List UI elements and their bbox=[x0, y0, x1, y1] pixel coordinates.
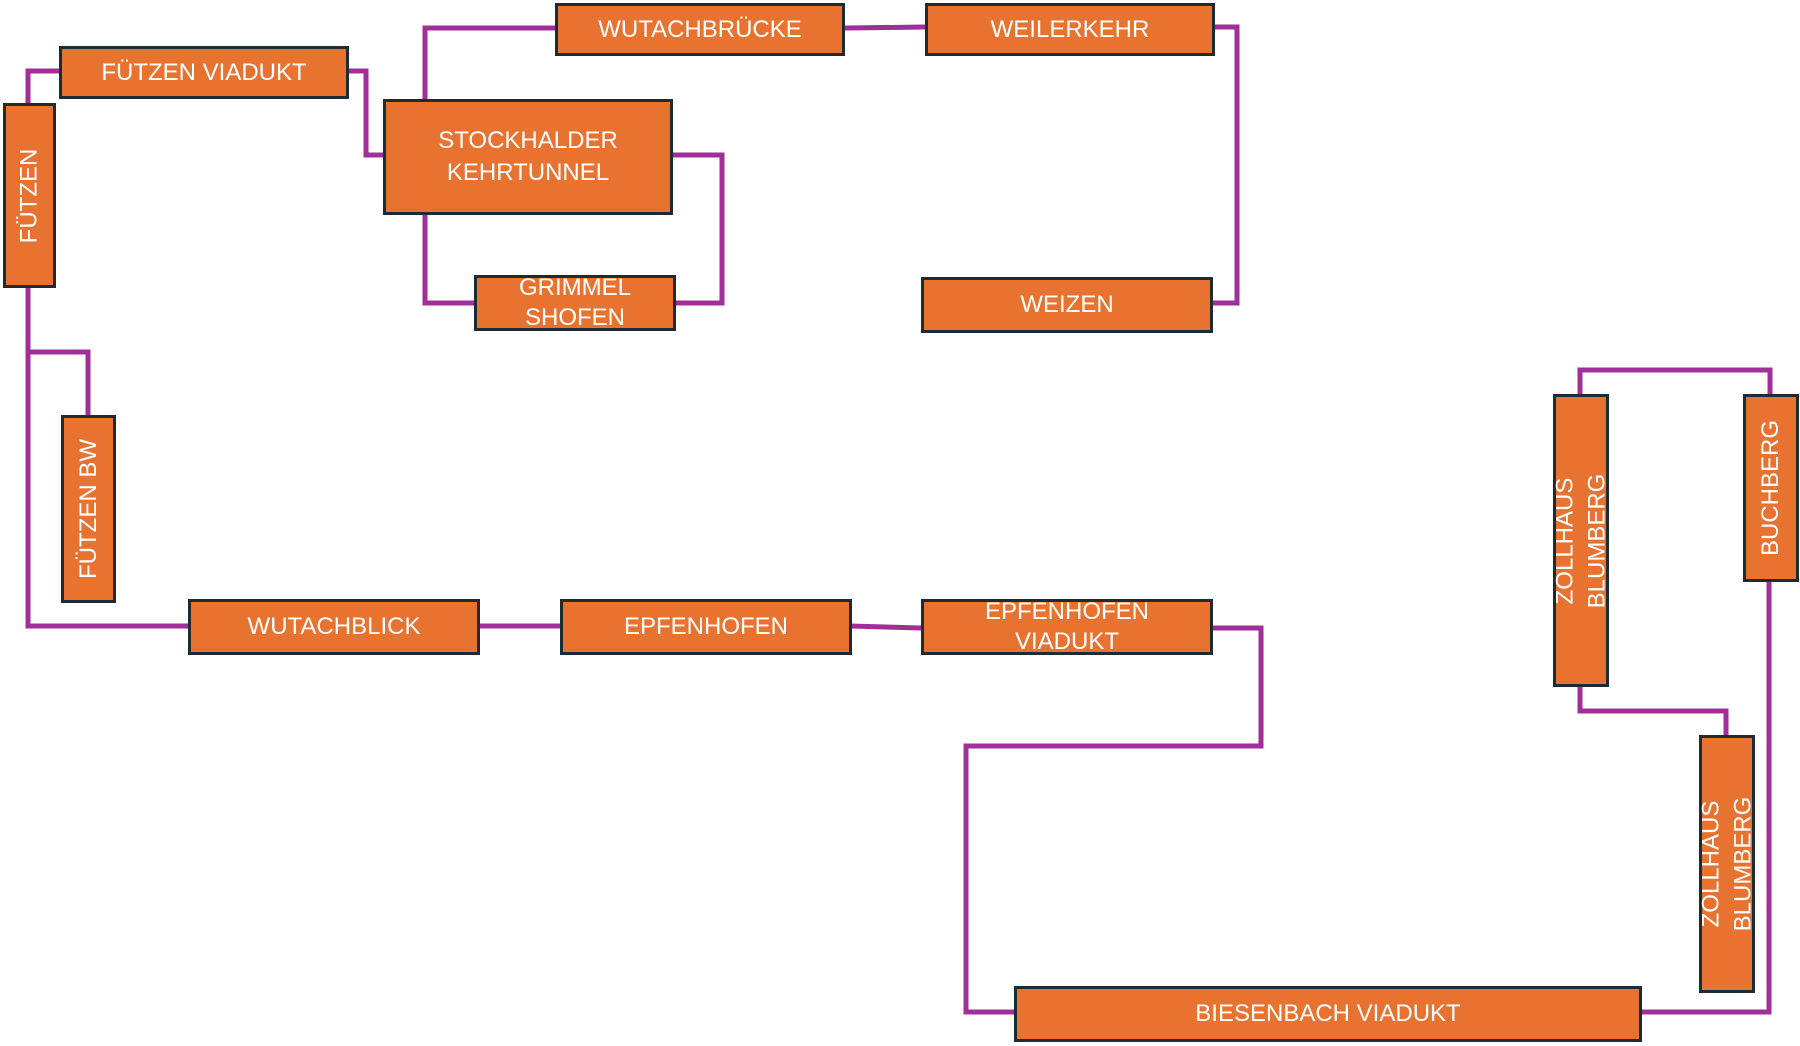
node-stockhalder-kehrtunnel[interactable]: STOCKHALDER KEHRTUNNEL bbox=[383, 99, 673, 215]
node-buchberg[interactable]: BUCHBERG bbox=[1743, 394, 1799, 582]
node-weilerkehr[interactable]: WEILERKEHR bbox=[925, 3, 1215, 56]
connector-weilerkehr-weizen bbox=[1211, 24, 1240, 306]
node-wutachblick[interactable]: WUTACHBLICK bbox=[188, 599, 480, 655]
connector-zollhaus-buchberg bbox=[1577, 367, 1773, 394]
node-label: GRIMMEL SHOFEN bbox=[518, 274, 631, 331]
connector-fuetzen-fuetzen-bw bbox=[28, 349, 91, 415]
node-fuetzen[interactable]: FÜTZEN bbox=[3, 103, 56, 288]
node-zollhaus-blumberg-1[interactable]: ZOLLHAUS BLUMBERG bbox=[1551, 394, 1610, 687]
connector-fuetzen-fuetzen-viadukt bbox=[25, 68, 59, 103]
node-zollhaus-blumberg-2[interactable]: ZOLLHAUS BLUMBERG bbox=[1697, 735, 1756, 993]
node-epfenhofen-viadukt[interactable]: EPFENHOFEN VIADUKT bbox=[921, 598, 1213, 655]
node-label: WUTACHBRÜCKE bbox=[598, 15, 802, 43]
node-grimmelshofen[interactable]: GRIMMEL SHOFEN bbox=[474, 274, 676, 331]
node-biesenbach-viadukt[interactable]: BIESENBACH VIADUKT bbox=[1014, 986, 1642, 1042]
node-fuetzen-bw[interactable]: FÜTZEN BW bbox=[61, 415, 116, 603]
connector-epfenhofen-viadukt-biesenbach bbox=[963, 625, 1264, 1015]
connector-fuetzen-viadukt-stockhalder bbox=[349, 68, 383, 158]
node-label: BIESENBACH VIADUKT bbox=[1195, 1000, 1461, 1027]
connector-stockhalder-grimmelshofen-loop bbox=[672, 152, 725, 306]
node-label: FÜTZEN VIADUKT bbox=[101, 58, 307, 86]
node-epfenhofen[interactable]: EPFENHOFEN bbox=[560, 599, 852, 655]
node-label: BUCHBERG bbox=[1757, 419, 1784, 557]
node-label: EPFENHOFEN VIADUKT bbox=[984, 598, 1149, 655]
connector-wutachbruecke-weilerkehr bbox=[844, 24, 926, 31]
connector-biesenbach-buchberg bbox=[1640, 580, 1772, 1015]
node-label: ZOLLHAUS BLUMBERG bbox=[1551, 473, 1611, 608]
connector-stockhalder-wutachbruecke bbox=[422, 25, 555, 99]
node-label: STOCKHALDER KEHRTUNNEL bbox=[438, 127, 618, 186]
connector-epfenhofen-epfenhofen-viadukt bbox=[849, 623, 922, 631]
node-fuetzen-viadukt[interactable]: FÜTZEN VIADUKT bbox=[59, 46, 349, 99]
node-wutachbruecke[interactable]: WUTACHBRÜCKE bbox=[555, 3, 845, 56]
node-label: ZOLLHAUS BLUMBERG bbox=[1697, 796, 1757, 932]
node-label: FÜTZEN bbox=[15, 148, 43, 243]
connector-zollhaus-zollhaus bbox=[1577, 686, 1729, 735]
node-label: WEIZEN bbox=[1020, 291, 1114, 318]
connector-stockhalder-grimmelshofen bbox=[422, 214, 474, 306]
node-label: FÜTZEN BW bbox=[74, 439, 102, 579]
node-label: WEILERKEHR bbox=[990, 15, 1150, 43]
node-weizen[interactable]: WEIZEN bbox=[921, 277, 1213, 333]
node-label: WUTACHBLICK bbox=[247, 613, 421, 640]
node-label: EPFENHOFEN bbox=[623, 613, 788, 640]
connector-fuetzen-wutachblick bbox=[25, 287, 188, 629]
